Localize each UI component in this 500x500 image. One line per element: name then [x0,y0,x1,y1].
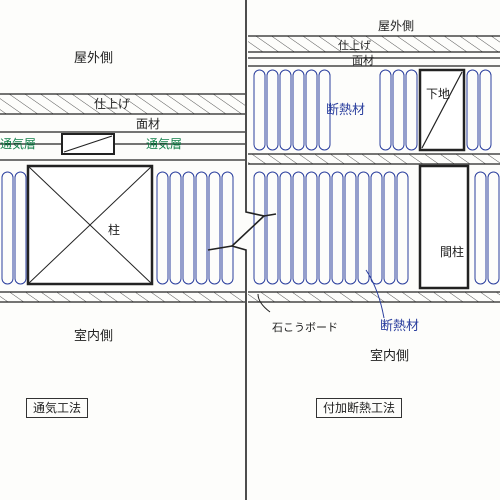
stud [418,164,470,290]
right-face-label: 面材 [352,54,374,67]
left-gypsum-board [0,292,245,303]
right-indoor-label: 室内側 [370,349,410,364]
pillar [26,164,154,286]
right-outdoor-label: 屋外側 [378,19,415,33]
left-finish-label: 仕上げ [94,97,131,111]
pillar-label: 柱 [108,223,121,237]
right-upper-insulation [253,69,492,151]
gypsum-board-label: 石こうボード [272,321,338,334]
right-face-board [248,57,500,67]
left-indoor-label: 室内側 [74,329,114,344]
right-gypsum-board [248,291,500,303]
right-insulation-top-label: 断熱材 [326,103,366,118]
furring-block [418,68,466,152]
vent-layer-label-left: 通気層 [0,137,37,151]
right-finish-label: 仕上げ [338,39,371,52]
right-finish-layer [248,35,500,53]
right-middle-board [248,153,500,165]
left-face-board [0,131,245,145]
furring-label: 下地 [426,87,451,101]
right-insulation-bottom-label: 断熱材 [380,319,420,334]
stud-label: 間柱 [440,245,465,259]
left-face-label: 面材 [136,117,161,131]
right-method-label: 付加断熱工法 [316,398,403,418]
center-divider [207,0,277,500]
left-finish-layer [0,93,245,115]
right-lower-insulation [253,171,500,285]
vent-layer-label-right: 通気層 [146,137,183,151]
leader-lines [257,269,385,319]
left-insulation [1,171,234,285]
left-outdoor-label: 屋外側 [74,51,114,66]
left-method-label: 通気工法 [26,398,89,418]
vent-batten [61,133,115,155]
